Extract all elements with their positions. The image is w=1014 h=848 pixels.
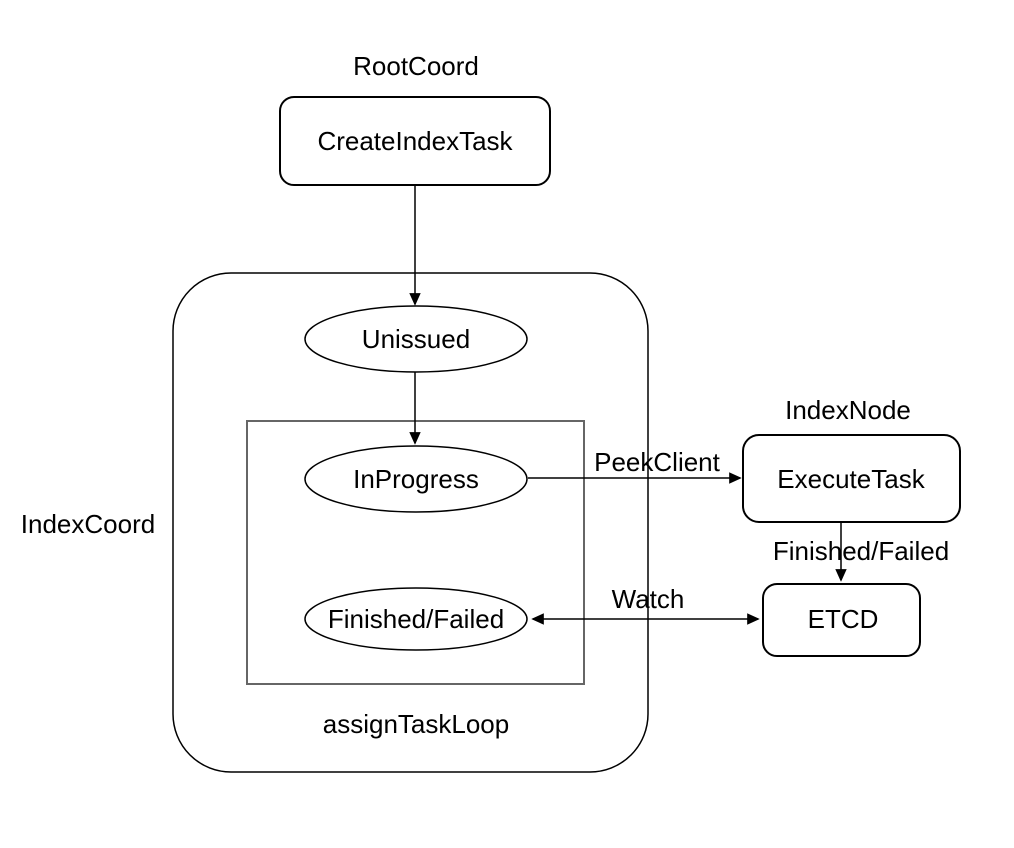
assign-task-loop-label: assignTaskLoop <box>323 709 509 739</box>
unissued-label: Unissued <box>362 324 470 354</box>
etcd-label: ETCD <box>808 604 879 634</box>
execute-task-node <box>742 434 961 523</box>
watch-edge-label: Watch <box>612 584 685 614</box>
unissued-node <box>304 305 528 373</box>
create-index-task-label: CreateIndexTask <box>317 126 513 156</box>
index-coord-label: IndexCoord <box>21 509 155 539</box>
finished-failed-edge-label: Finished/Failed <box>773 536 949 566</box>
index-coord-container <box>172 272 649 773</box>
peek-client-edge-label: PeekClient <box>594 447 721 477</box>
create-index-task-node <box>279 96 551 186</box>
root-coord-label: RootCoord <box>353 51 479 81</box>
index-node-label: IndexNode <box>785 395 911 425</box>
in-progress-label: InProgress <box>353 464 479 494</box>
etcd-node <box>762 583 921 657</box>
finished-failed-node <box>304 587 528 651</box>
finished-failed-label: Finished/Failed <box>328 604 504 634</box>
in-progress-node <box>304 445 528 513</box>
execute-task-label: ExecuteTask <box>777 464 925 494</box>
